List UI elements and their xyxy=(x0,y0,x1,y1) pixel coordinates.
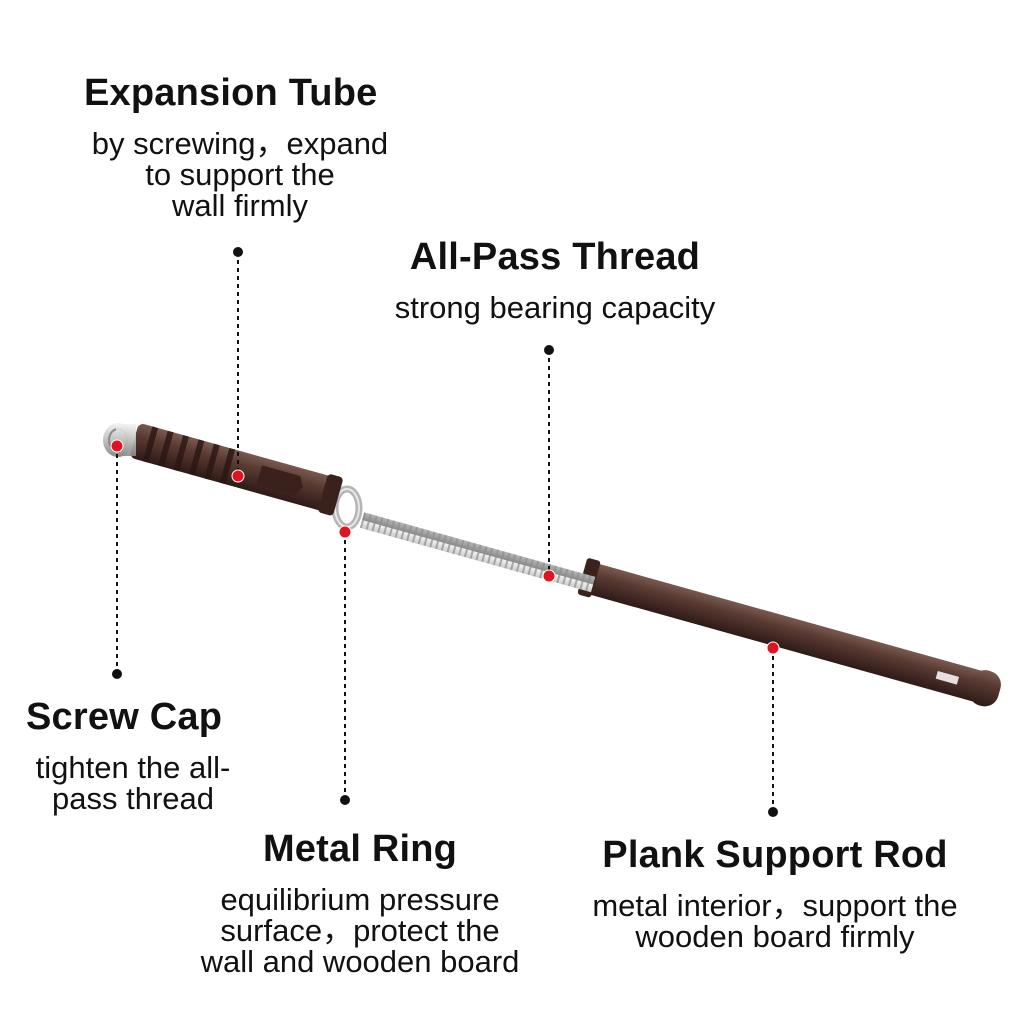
description-line: pass thread xyxy=(52,780,214,816)
leader-lines xyxy=(116,252,774,812)
end-dot-all-pass-thread xyxy=(544,345,554,355)
marker-screw-cap xyxy=(110,439,124,453)
marker-metal-ring xyxy=(338,525,352,539)
description-line: equilibrium pressure xyxy=(220,881,500,917)
label-all-pass-thread: All-Pass Thread strong bearing capacity xyxy=(380,236,730,323)
description-line: surface，protect the xyxy=(220,912,500,948)
label-description: strong bearing capacity xyxy=(380,292,730,323)
label-screw-cap: Screw Cap tighten the all- pass thread xyxy=(18,696,248,814)
label-title: Metal Ring xyxy=(262,828,458,870)
expansion-tube-part xyxy=(130,424,343,516)
description-line: wall firmly xyxy=(171,187,309,223)
plank-support-rod-part xyxy=(577,558,1001,707)
label-title: All-Pass Thread xyxy=(409,236,701,278)
end-dot-expansion-tube xyxy=(233,247,243,257)
leader-end-dots xyxy=(112,247,778,817)
end-dot-plank-support-rod xyxy=(768,807,778,817)
label-plank-support-rod: Plank Support Rod metal interior，support… xyxy=(575,834,975,952)
label-description: metal interior，support the wooden board … xyxy=(575,890,975,952)
marker-plank-support-rod xyxy=(766,641,780,655)
all-pass-thread-part xyxy=(359,512,596,593)
marker-expansion-tube xyxy=(231,469,245,483)
description-line: strong bearing capacity xyxy=(394,289,716,325)
end-dot-screw-cap xyxy=(112,669,122,679)
end-dot-metal-ring xyxy=(340,795,350,805)
part-markers xyxy=(110,439,780,655)
label-expansion-tube: Expansion Tube by screwing，expand to sup… xyxy=(70,72,410,221)
label-title: Screw Cap xyxy=(26,696,223,738)
description-line: tighten the all- xyxy=(35,749,231,785)
description-line: metal interior，support the xyxy=(592,887,958,923)
description-line: wooden board firmly xyxy=(635,918,915,954)
description-line: wall and wooden board xyxy=(200,943,520,979)
label-description: tighten the all- pass thread xyxy=(18,752,248,814)
description-line: by screwing，expand xyxy=(91,125,389,161)
description-line: to support the xyxy=(145,156,335,192)
label-title: Plank Support Rod xyxy=(602,834,948,876)
label-description: by screwing，expand to support the wall f… xyxy=(70,128,410,221)
label-metal-ring: Metal Ring equilibrium pressure surface，… xyxy=(180,828,540,977)
marker-all-pass-thread xyxy=(542,569,556,583)
label-title: Expansion Tube xyxy=(84,72,378,114)
label-description: equilibrium pressure surface，protect the… xyxy=(180,884,540,977)
